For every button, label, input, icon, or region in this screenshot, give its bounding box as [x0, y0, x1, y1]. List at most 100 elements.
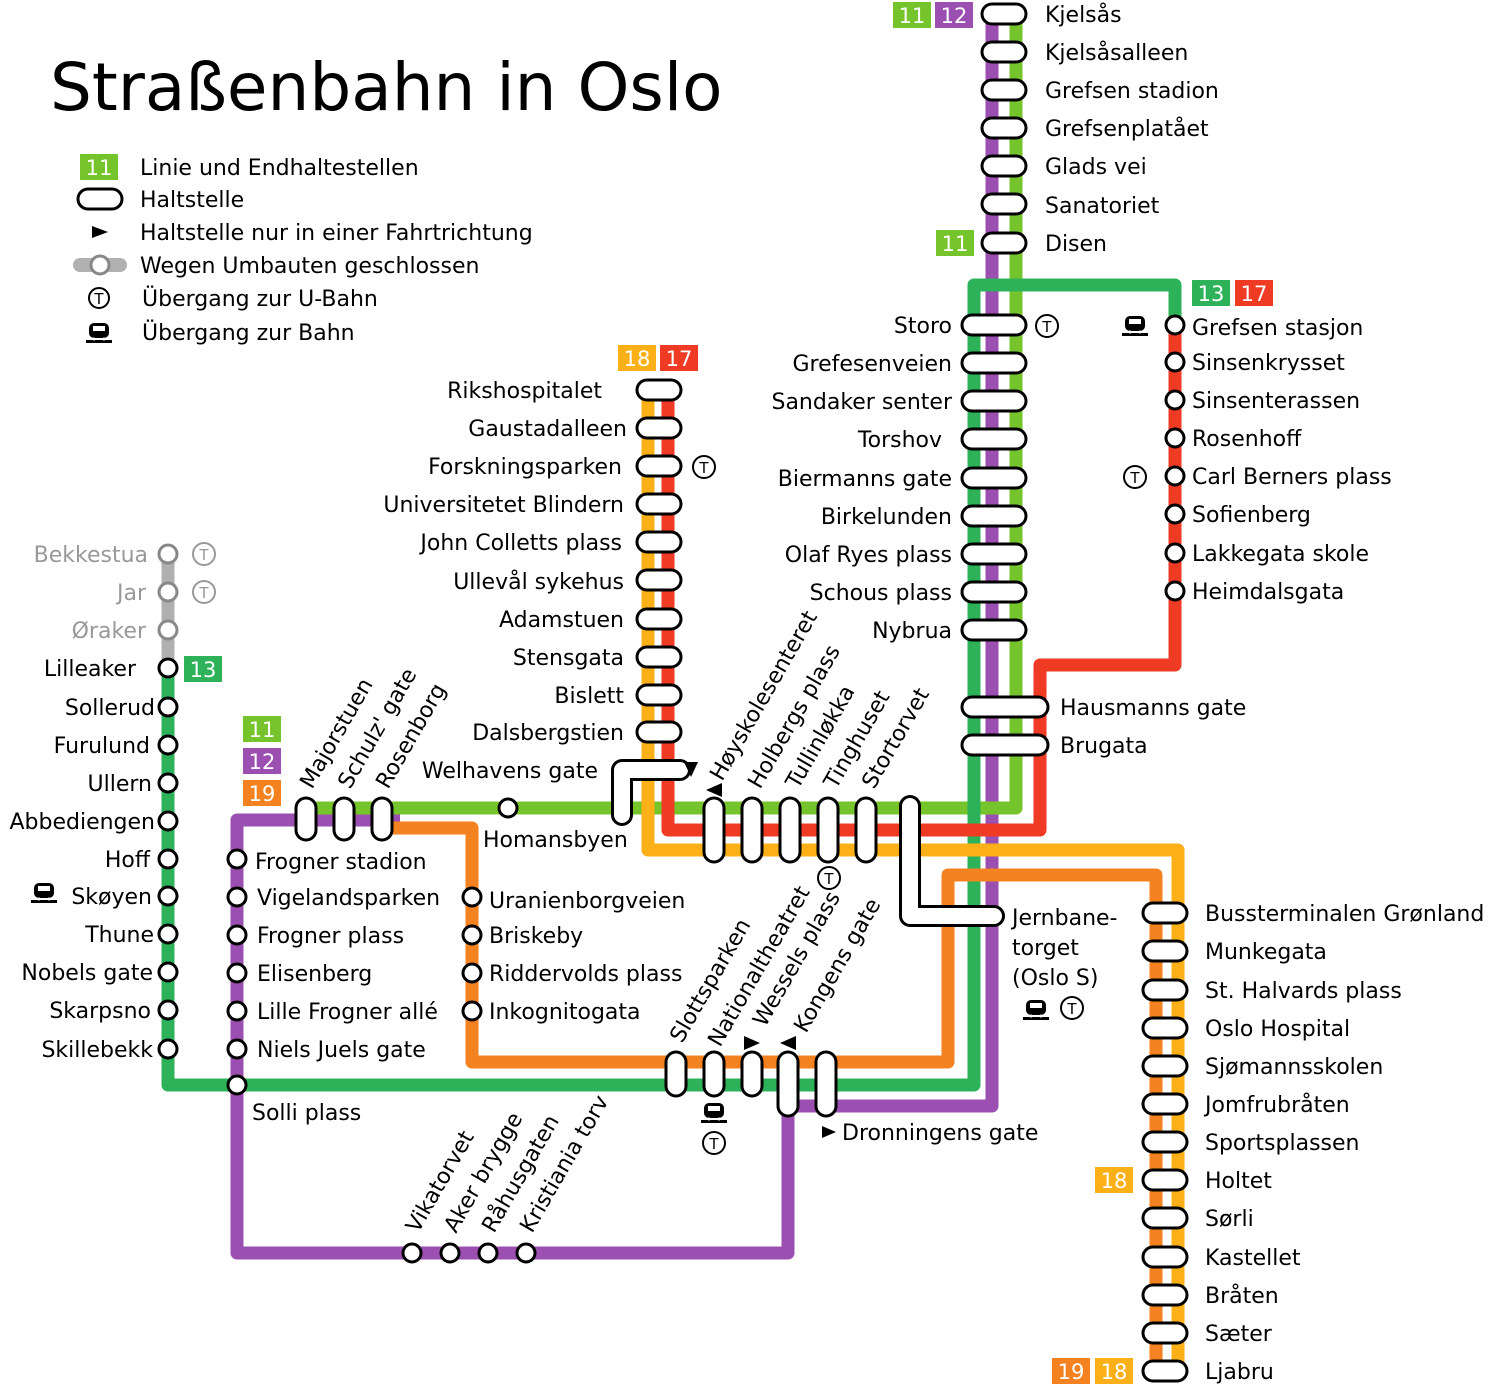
- badge-17: 17: [1241, 282, 1268, 306]
- station-label: Rikshospitalet: [447, 379, 602, 404]
- station-label: Furulund: [54, 734, 150, 759]
- badge-19: 19: [249, 782, 276, 806]
- station-label: Skarpsno: [49, 999, 151, 1024]
- station-label: Øraker: [72, 619, 147, 644]
- station-label: Nobels gate: [21, 961, 153, 986]
- station-label: Vigelandsparken: [257, 886, 440, 911]
- station-label: Bekkestua: [34, 543, 148, 568]
- station-label: Ullevål sykehus: [453, 569, 624, 595]
- station-label: Universitetet Blindern: [383, 493, 624, 518]
- east-stops: [1141, 901, 1189, 1383]
- svg-text:T: T: [1129, 469, 1140, 487]
- station-label: Grefsen stadion: [1045, 79, 1219, 104]
- svg-text:T: T: [198, 584, 209, 602]
- station-label: Bislett: [554, 684, 624, 709]
- station-label: Frogner plass: [257, 924, 404, 949]
- svg-text:T: T: [93, 290, 104, 308]
- legend-metro: Übergang zur U-Bahn: [142, 286, 378, 312]
- frogner-stops: [226, 848, 248, 1096]
- station-label: Skillebekk: [41, 1038, 153, 1063]
- train-icon: [1023, 1000, 1049, 1020]
- metro-t-icon: [1035, 314, 1059, 338]
- station-label: Jar: [115, 581, 147, 606]
- badge-13: 13: [1198, 282, 1225, 306]
- metro-t-icon: [702, 1131, 726, 1155]
- badge-19: 19: [1058, 1360, 1085, 1384]
- badge-17: 17: [666, 347, 693, 371]
- station-label: Skøyen: [71, 885, 152, 910]
- uranienborg-stops: [461, 886, 483, 1022]
- badge-18: 18: [1101, 1169, 1128, 1193]
- station-label: Munkegata: [1205, 940, 1327, 965]
- station-label: Sandaker senter: [771, 390, 952, 415]
- legend-oneway: Haltstelle nur in einer Fahrtrichtung: [140, 221, 533, 246]
- svg-text:T: T: [1066, 1000, 1077, 1018]
- aker-stops: [401, 1242, 537, 1264]
- station-label: Sinsenkrysset: [1192, 351, 1345, 376]
- triangle-icon: [706, 783, 722, 797]
- triangle-icon: [780, 1036, 796, 1050]
- legend-stop: Haltstelle: [140, 188, 244, 213]
- station-label: Grefesenveien: [792, 352, 952, 377]
- station-label: Dalsbergstien: [472, 721, 624, 746]
- closed-stops: [157, 543, 179, 641]
- map-title: Straßenbahn in Oslo: [50, 49, 723, 126]
- station-label: Sanatoriet: [1045, 194, 1160, 219]
- station-label: Lilleaker: [44, 657, 137, 682]
- badge-11: 11: [942, 232, 969, 256]
- badge-12: 12: [249, 750, 276, 774]
- train-icon: [31, 883, 57, 903]
- grefsen-stops: [1164, 314, 1186, 602]
- station-label: Abbediengen: [9, 810, 155, 835]
- legend-train: Übergang zur Bahn: [142, 320, 355, 346]
- badge-11: 11: [249, 718, 276, 742]
- station-label: Disen: [1045, 232, 1107, 257]
- legend-closed: Wegen Umbauten geschlossen: [140, 254, 479, 279]
- labels-east: Bussterminalen Grønland Munkegata St. Ha…: [1203, 902, 1484, 1385]
- station-label: Forskningsparken: [428, 455, 622, 480]
- station-label: Bråten: [1205, 1283, 1279, 1309]
- station-label: Welhavens gate: [422, 759, 598, 784]
- metro-t-icon: [817, 866, 841, 890]
- station-label: Sørli: [1205, 1207, 1254, 1232]
- station-label: Uranienborgveien: [489, 889, 685, 914]
- station-label: Kastellet: [1205, 1246, 1301, 1271]
- station-label: Niels Juels gate: [257, 1038, 426, 1063]
- station-label: Sæter: [1205, 1322, 1273, 1347]
- station-label: Kjelsåsalleen: [1045, 40, 1188, 66]
- legend-stop-icon: [76, 187, 124, 211]
- station-label: Holtet: [1205, 1169, 1272, 1194]
- svg-text:T: T: [198, 546, 209, 564]
- legend: 11 Linie und Endhaltestellen Haltstelle …: [73, 154, 533, 346]
- train-icon: [1122, 316, 1148, 336]
- station-label: Homansbyen: [483, 828, 628, 853]
- north-stops: [980, 2, 1028, 255]
- majorstuen-stops: [294, 796, 519, 842]
- metro-t-icon: [1060, 996, 1084, 1020]
- station-label: Carl Berners plass: [1192, 465, 1392, 490]
- station-label: Sjømannsskolen: [1205, 1055, 1383, 1080]
- station-label: Adamstuen: [499, 608, 624, 633]
- metro-t-icon: [1123, 465, 1147, 489]
- metro-t-icon: [192, 542, 216, 566]
- svg-text:T: T: [698, 459, 709, 477]
- line-badges: 11 12 11 13 17 18 17 13 11 12 19 18 19 1…: [184, 2, 1273, 1384]
- station-label: (Oslo S): [1012, 966, 1098, 991]
- metro-t-icon: [88, 287, 110, 309]
- nationaltheatret-stops: [664, 1036, 838, 1138]
- ullevaal-stops: [611, 378, 698, 826]
- triangle-icon: [822, 1126, 836, 1138]
- station-label: Sollerud: [65, 696, 155, 721]
- station-label: Bussterminalen Grønland: [1205, 902, 1484, 927]
- triangle-icon: [744, 1036, 760, 1050]
- station-label: Solli plass: [252, 1101, 361, 1126]
- station-label: Jomfrubråten: [1203, 1092, 1350, 1118]
- station-label: Gaustadalleen: [468, 417, 627, 442]
- closed-stop-icon: [89, 254, 111, 276]
- storo-stops: [960, 313, 1050, 757]
- legend-line: Linie und Endhaltestellen: [140, 156, 419, 181]
- station-label: Jernbane-: [1010, 906, 1118, 931]
- station-label: Kjelsås: [1045, 2, 1122, 28]
- station-label: Ljabru: [1205, 1360, 1274, 1385]
- station-label: Dronningens gate: [842, 1121, 1038, 1146]
